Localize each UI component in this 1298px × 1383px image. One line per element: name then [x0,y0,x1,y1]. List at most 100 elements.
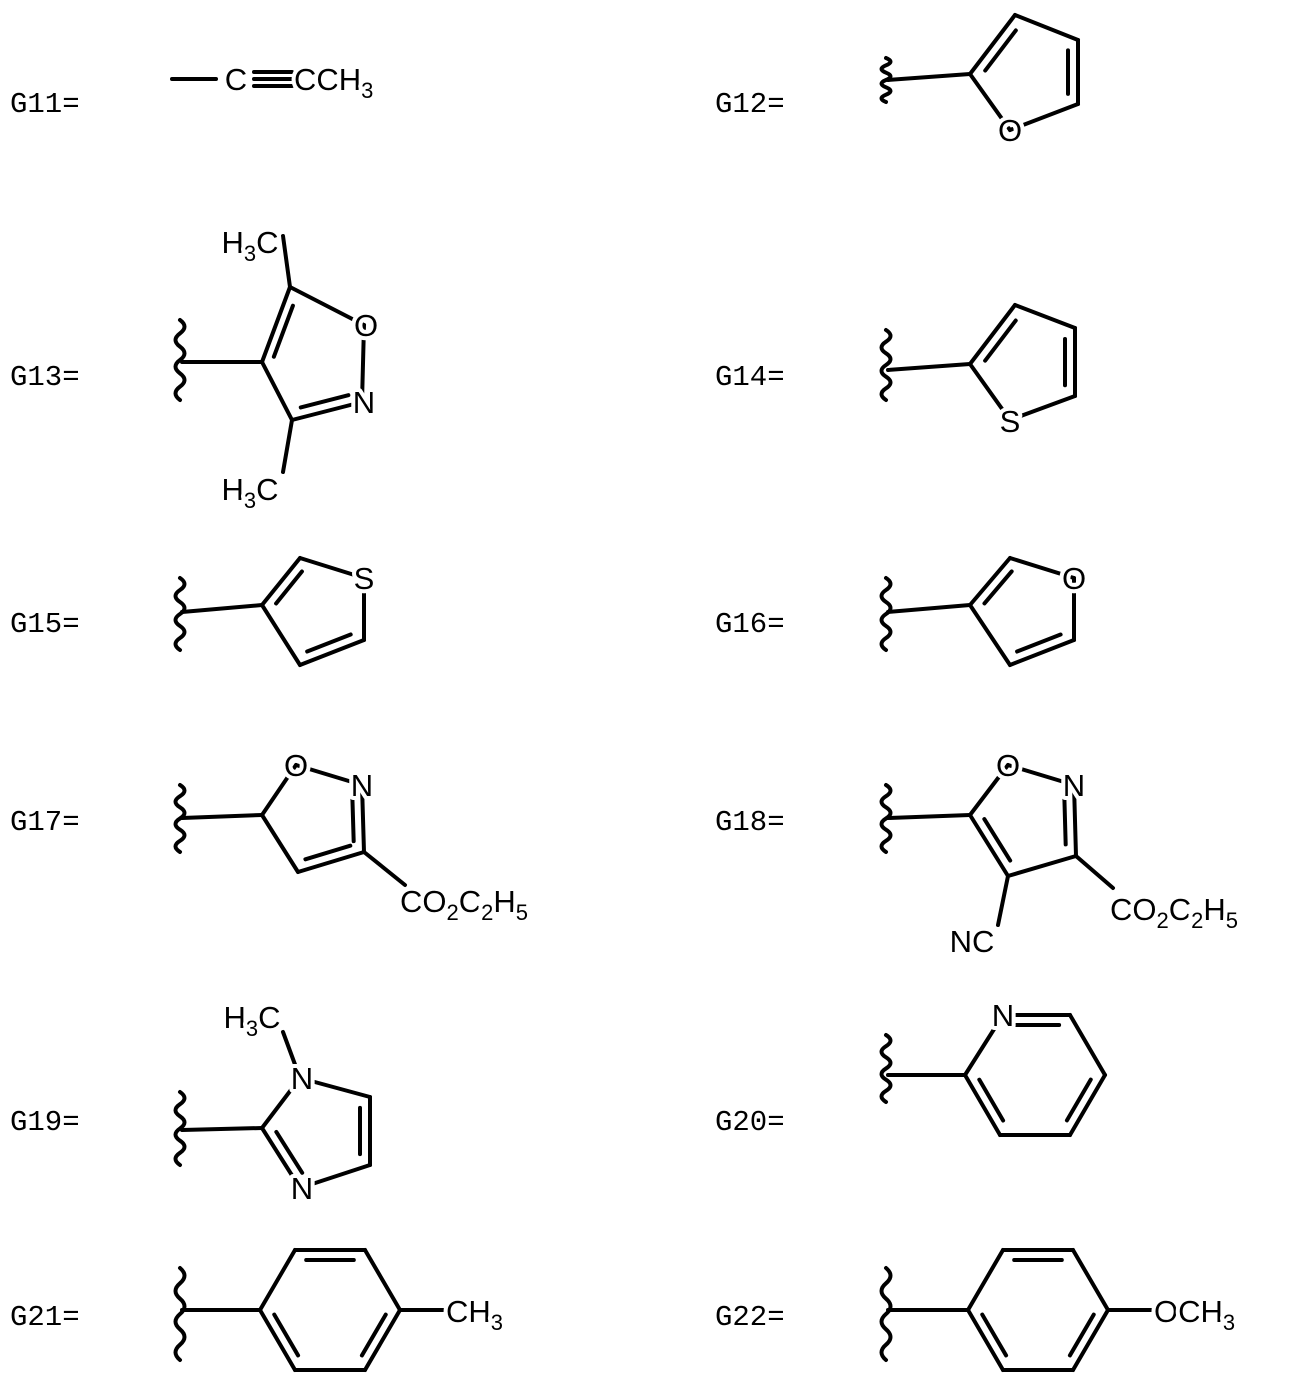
atom-label: N [291,1061,313,1096]
ring-bond [260,813,300,874]
ring-bond [260,556,302,607]
ring-bond [290,400,364,422]
bond [1074,854,1115,890]
atom-label: N [353,385,375,420]
bond [886,362,972,372]
ring-bond [1013,303,1077,330]
double-bond-inner [274,1129,305,1175]
attachment-wavy-bond [879,783,893,854]
double-bond-inner [982,817,1013,863]
bond [180,1126,264,1132]
atom-label: C [225,62,247,97]
structure-G11: G11= C CCH3 [10,58,377,121]
ring-bond [260,360,294,422]
ring-bond [1008,102,1080,132]
ring-bond [363,1308,402,1372]
bond [886,603,972,614]
double-bond-inner [350,793,356,844]
ring-bond [260,1076,302,1130]
double-bond-inner [274,569,304,606]
structure-G16: G16=O [715,556,1090,667]
attachment-wavy-bond [173,576,187,652]
ring-bond [360,323,366,404]
ring-bond [298,1076,372,1099]
ring-bond [1008,638,1076,667]
structure-G21: G21= CH3 [10,1248,507,1372]
bond [180,813,264,820]
ring-bond [258,1248,297,1312]
structure-label: G11= [10,88,80,121]
bond [281,1030,302,1080]
ring-bond [296,850,366,874]
ring-bond [258,1308,297,1372]
atom-label: S [354,561,375,596]
structure-label: G20= [715,1106,785,1139]
ring-bond [1008,556,1076,580]
bond [886,813,972,820]
atom-label: N [291,1171,313,1206]
atom-label: S [1000,404,1021,439]
double-bond-inner [303,843,353,862]
atom-label: N [992,998,1014,1033]
ring-bond [260,1126,302,1190]
atom-label: H3C [223,1000,280,1041]
bond [180,603,264,614]
ring-bond [1071,1248,1110,1312]
atom-label: H3C [221,472,278,513]
ring-bond [363,1248,402,1312]
ring-bond [1072,783,1078,858]
bond [362,850,407,887]
attachment-wavy-bond [173,783,187,854]
ring-bond [1013,13,1080,42]
ring-bond [1071,1308,1110,1372]
structure-label: G14= [715,361,785,394]
atom-label: N [351,768,373,803]
ring-bond [260,285,292,364]
attachment-wavy-bond [173,1090,187,1167]
atom-label: N [1063,768,1085,803]
ring-bond [288,285,366,327]
ring-bond [260,603,302,667]
structure-label: G17= [10,806,80,839]
structure-G20: G20= N [715,994,1107,1139]
ring-bond [968,763,1010,817]
attachment-wavy-bond [879,328,893,402]
atom-label: O [996,748,1020,783]
atom-label: CCH3 [294,62,373,103]
double-bond-inner [305,632,353,654]
attachment-wavy-bond [173,318,187,402]
bond [996,874,1010,927]
structure-G22: G22=OCH3 [715,1248,1239,1372]
attachment-wavy-bond [879,576,893,652]
ring-bond [298,556,366,580]
attachment-wavy-bond [173,1266,187,1362]
double-bond-inner [359,1312,388,1358]
structure-G12: G12=O [715,13,1080,152]
double-bond-inner [271,303,295,359]
ring-bond [968,303,1017,366]
ring-bond [298,1163,372,1190]
double-bond-inner [983,28,1018,73]
atom-label: CH3 [446,1294,503,1335]
double-bond-inner [982,569,1014,606]
ring-bond [968,813,1010,878]
double-bond-inner [1062,794,1068,847]
ring-bond [968,556,1012,607]
ring-bond [963,1013,1005,1077]
bond [886,72,972,82]
ring-bond [966,1248,1005,1312]
ring-bond [360,783,366,854]
structure-label: G21= [10,1301,80,1334]
ring-bond [968,362,1012,422]
atom-label: H3C [221,225,278,266]
ring-bond [1068,1013,1107,1077]
ring-bond [966,1308,1005,1372]
atom-label: CO2C2H5 [1110,892,1238,933]
atom-label: O [998,113,1022,148]
structure-label: G18= [715,806,785,839]
